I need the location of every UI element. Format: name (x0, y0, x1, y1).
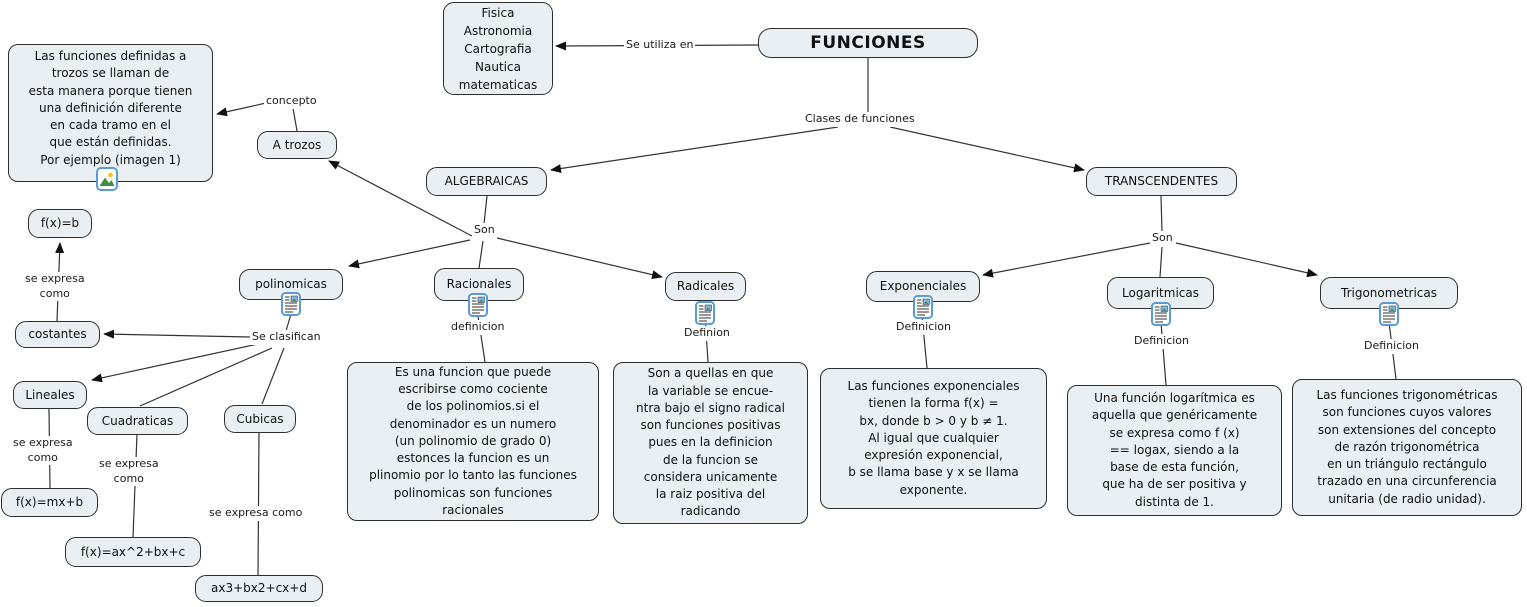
node-fxb[interactable]: f(x)=b (28, 209, 92, 238)
node-costantes[interactable]: costantes (15, 321, 100, 348)
link-label-se-expresa-costantes[interactable]: se expresa como (23, 272, 87, 302)
link-label-definicion-racionales[interactable]: definicion (449, 320, 507, 335)
node-funciones[interactable]: FUNCIONES (758, 28, 978, 58)
node-trigonometricas[interactable]: Trigonometricas (1320, 277, 1458, 309)
textbox-trozos-info[interactable]: Las funciones definidas a trozos se llam… (8, 44, 213, 182)
node-ax3-bx2-cx-d[interactable]: ax3+bx2+cx+d (195, 575, 323, 602)
link-label-se-clasifican[interactable]: Se clasifican (250, 330, 323, 345)
resource-icon-exponenciales[interactable] (913, 295, 933, 323)
image-resource-icon[interactable] (96, 167, 118, 195)
trozos-info-text: Las funciones definidas a trozos se llam… (28, 49, 193, 167)
resource-icon-logaritmicas[interactable] (1151, 302, 1171, 330)
link-label-son-algebraicas[interactable]: Son (472, 223, 497, 238)
node-radicales[interactable]: Radicales (665, 272, 746, 301)
link-label-definicion-radicales[interactable]: Definion (682, 326, 732, 341)
link-label-se-expresa-lineales[interactable]: se expresa como (11, 436, 75, 466)
textbox-trigonometricas-definicion[interactable]: Las funciones trigonométricas son funcio… (1292, 379, 1522, 516)
node-transcendentes[interactable]: TRANSCENDENTES (1086, 167, 1237, 196)
node-algebraicas[interactable]: ALGEBRAICAS (426, 167, 547, 196)
resource-icon-radicales[interactable] (695, 301, 715, 329)
node-lineales[interactable]: Lineales (13, 381, 87, 409)
textbox-logaritmicas-definicion[interactable]: Una función logarítmica es aquella que g… (1067, 385, 1282, 516)
textbox-radicales-definicion[interactable]: Son a quellas en que la variable se encu… (613, 362, 808, 524)
link-label-se-expresa-cubicas[interactable]: se expresa como (207, 506, 305, 521)
textbox-racionales-definicion[interactable]: Es una funcion que puede escribirse como… (347, 362, 599, 521)
resource-icon-trigonometricas[interactable] (1379, 302, 1399, 330)
node-fx-mx-b[interactable]: f(x)=mx+b (1, 488, 98, 517)
link-label-definicion-trigonometricas[interactable]: Definicion (1362, 339, 1421, 354)
link-label-definicion-logaritmicas[interactable]: Definicion (1132, 334, 1191, 349)
node-cuadraticas[interactable]: Cuadraticas (87, 407, 188, 435)
node-fx-ax2-bx-c[interactable]: f(x)=ax^2+bx+c (65, 537, 201, 567)
link-label-se-expresa-cuadraticas[interactable]: se expresa como (97, 457, 161, 487)
link-label-son-transcendentes[interactable]: Son (1150, 231, 1175, 246)
node-fisica-astronomia[interactable]: Fisica Astronomia Cartografia Nautica ma… (443, 2, 553, 95)
node-a-trozos[interactable]: A trozos (257, 131, 337, 159)
link-label-concepto[interactable]: concepto (264, 94, 319, 109)
resource-icon-polinomicas[interactable] (281, 292, 301, 320)
node-cubicas[interactable]: Cubicas (224, 405, 296, 433)
resource-icon-racionales[interactable] (468, 293, 488, 321)
textbox-exponenciales-definicion[interactable]: Las funciones exponenciales tienen la fo… (820, 368, 1047, 509)
link-label-se-utiliza-en[interactable]: Se utiliza en (624, 38, 696, 53)
link-label-definicion-exponenciales[interactable]: Definicion (894, 320, 953, 335)
link-label-clases-de-funciones[interactable]: Clases de funciones (803, 112, 917, 127)
